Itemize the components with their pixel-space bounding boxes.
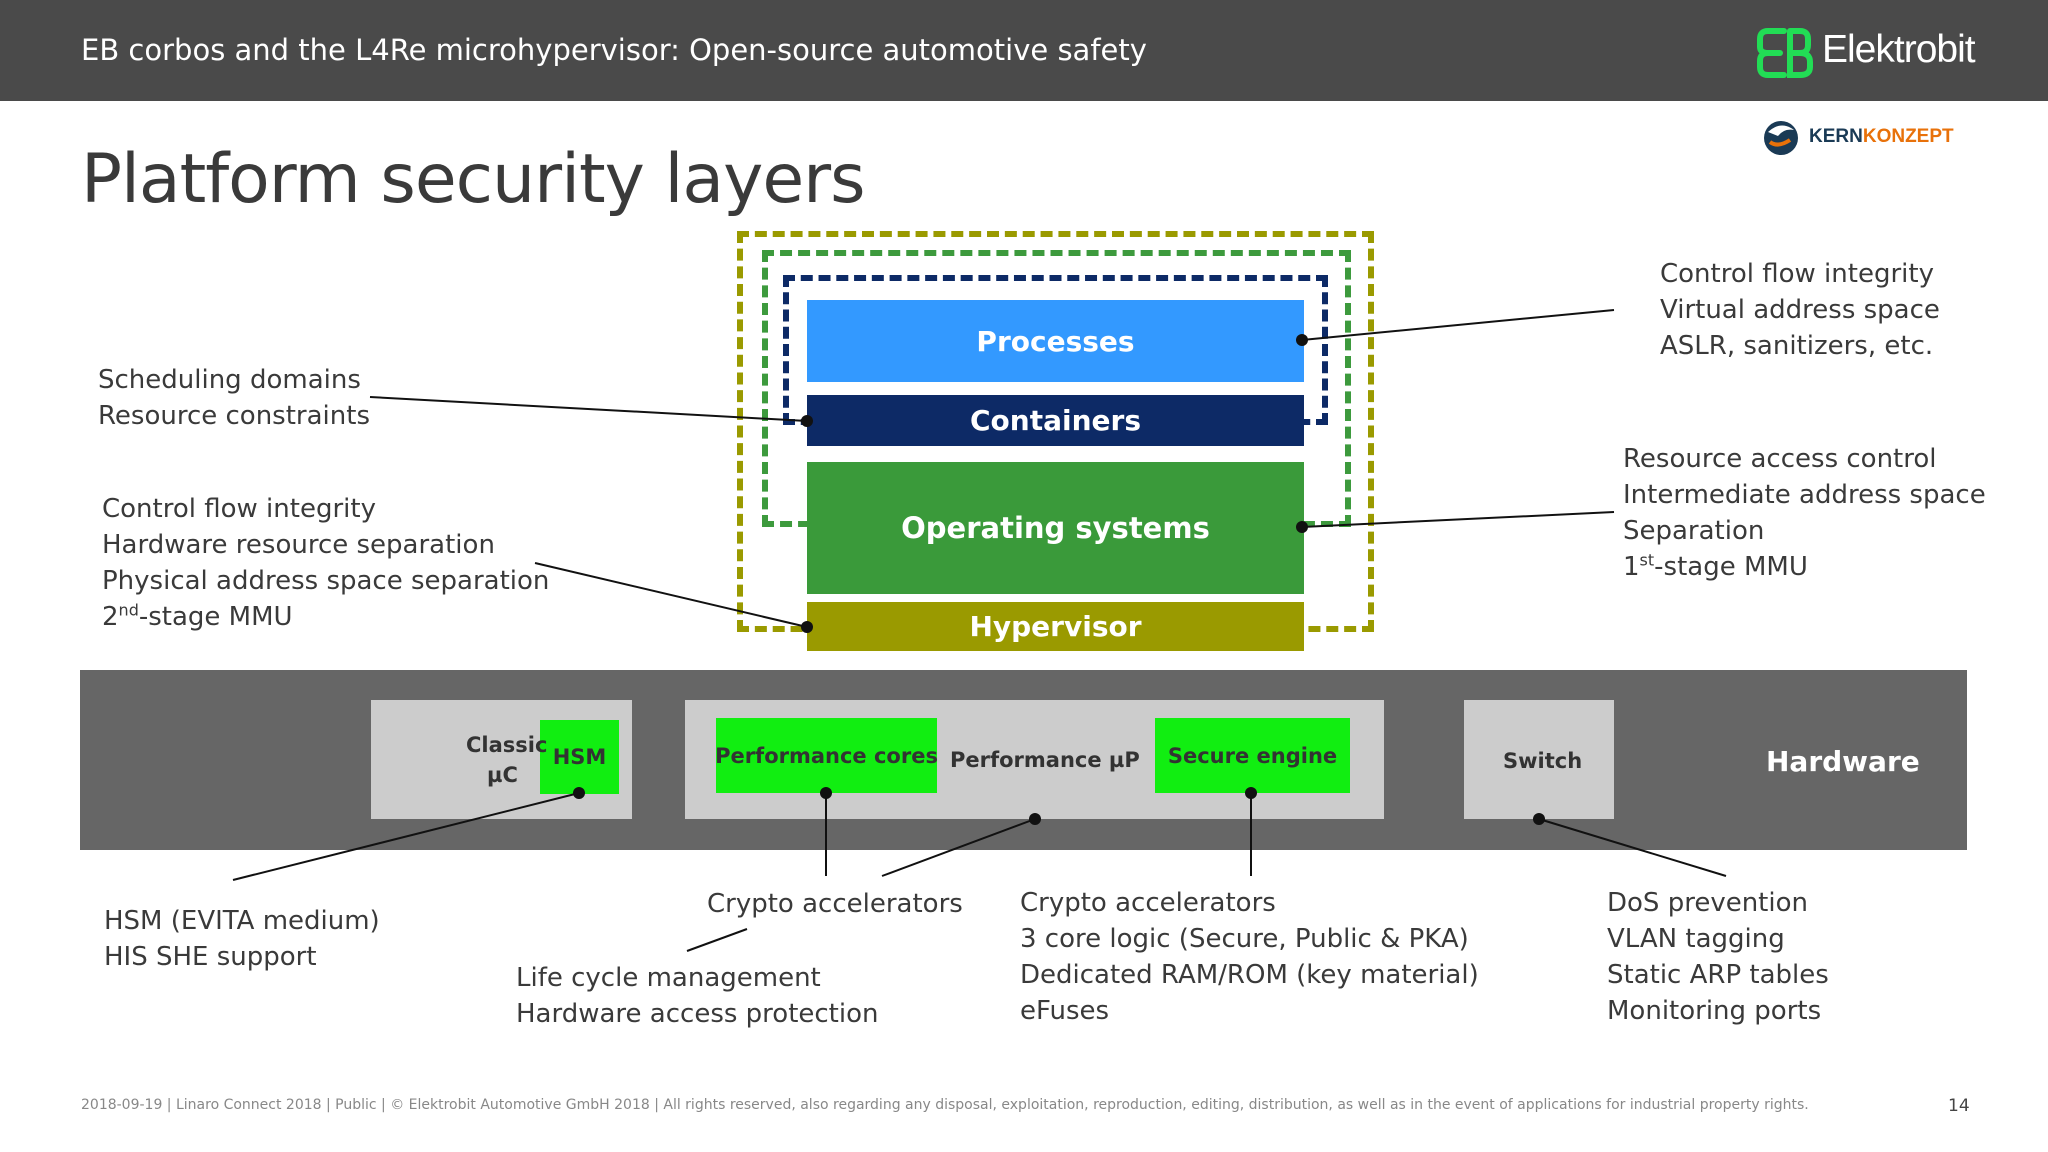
annotation-line: Scheduling domains	[98, 365, 361, 395]
scheduling-annotation: Scheduling domains Resource constraints	[98, 362, 370, 434]
annotation-line: Intermediate address space	[1623, 480, 1986, 510]
partner-wordmark: KERNKONZEPT	[1809, 126, 1954, 148]
annotation-line: Crypto accelerators	[707, 889, 963, 919]
secure-engine-block: Secure engine	[1155, 718, 1350, 793]
annotation-line: DoS prevention	[1607, 888, 1808, 918]
hypervisor-annotation: Control flow integrity Hardware resource…	[102, 491, 549, 635]
classic-label: Classic	[466, 733, 548, 757]
mmu-ordinal: st	[1639, 550, 1655, 570]
hsm-annotation: HSM (EVITA medium) HIS SHE support	[104, 903, 380, 975]
perf-up-annotation: Life cycle management Hardware access pr…	[516, 960, 879, 1032]
annotation-line: Monitoring ports	[1607, 996, 1822, 1026]
kernkonzept-logo-icon	[1764, 121, 1798, 155]
annotation-line: ASLR, sanitizers, etc.	[1660, 331, 1934, 361]
mmu-text: -stage MMU	[138, 602, 293, 632]
annotation-line: 2nd-stage MMU	[102, 599, 549, 635]
mmu-ordinal: nd	[118, 600, 139, 620]
annotation-line: eFuses	[1020, 996, 1110, 1026]
mmu-text: -stage MMU	[1654, 552, 1808, 582]
annotation-line: Life cycle management	[516, 963, 821, 993]
operating-systems-layer: Operating systems	[807, 462, 1304, 594]
elektrobit-logo-icon	[1757, 28, 1813, 78]
performance-cores-block: Performance cores	[715, 718, 938, 793]
annotation-line: Resource access control	[1623, 444, 1937, 474]
hardware-label: Hardware	[1766, 745, 1920, 778]
switch-chip	[1464, 700, 1614, 819]
annotation-line: HIS SHE support	[104, 942, 317, 972]
annotation-line: Crypto accelerators	[1020, 888, 1276, 918]
header-bar: EB corbos and the L4Re microhypervisor: …	[0, 0, 2048, 101]
annotation-line: 3 core logic (Secure, Public & PKA)	[1020, 924, 1469, 954]
performance-up-label: Performance µP	[950, 748, 1140, 772]
annotation-line: VLAN tagging	[1607, 924, 1785, 954]
mmu-number: 2	[102, 602, 119, 632]
presentation-title: EB corbos and the L4Re microhypervisor: …	[81, 33, 1147, 67]
hypervisor-layer: Hypervisor	[807, 602, 1304, 651]
secure-engine-annotation: Crypto accelerators 3 core logic (Secure…	[1020, 885, 1479, 1029]
page-number: 14	[1948, 1096, 1970, 1116]
annotation-line: HSM (EVITA medium)	[104, 906, 380, 936]
os-annotation: Resource access control Intermediate add…	[1623, 441, 1986, 585]
annotation-line: Dedicated RAM/ROM (key material)	[1020, 960, 1479, 990]
annotation-line: Hardware resource separation	[102, 530, 495, 560]
annotation-line: Control flow integrity	[1660, 259, 1934, 289]
hsm-block: HSM	[540, 720, 619, 794]
uc-label: µC	[487, 763, 518, 787]
footer-text: 2018-09-19 | Linaro Connect 2018 | Publi…	[81, 1097, 1809, 1113]
partner-wordmark-b: KONZEPT	[1862, 126, 1954, 147]
containers-layer: Containers	[807, 395, 1304, 446]
annotation-line: Physical address space separation	[102, 566, 550, 596]
processes-layer: Processes	[807, 300, 1304, 382]
annotation-line: 1st-stage MMU	[1623, 549, 1986, 585]
annotation-line: Resource constraints	[98, 401, 370, 431]
annotation-line: Static ARP tables	[1607, 960, 1829, 990]
partner-wordmark-a: KERN	[1809, 126, 1863, 147]
annotation-line: Control flow integrity	[102, 494, 376, 524]
annotation-line: Separation	[1623, 516, 1765, 546]
processes-annotation: Control flow integrity Virtual address s…	[1660, 256, 1940, 364]
perf-cores-annotation: Crypto accelerators	[707, 886, 963, 922]
annotation-line: Hardware access protection	[516, 999, 879, 1029]
switch-label: Switch	[1503, 749, 1583, 773]
mmu-number: 1	[1623, 552, 1640, 582]
brand-name: Elektrobit	[1822, 28, 1976, 71]
slide-title: Platform security layers	[81, 140, 866, 219]
annotation-line: Virtual address space	[1660, 295, 1940, 325]
switch-annotation: DoS prevention VLAN tagging Static ARP t…	[1607, 885, 1829, 1029]
